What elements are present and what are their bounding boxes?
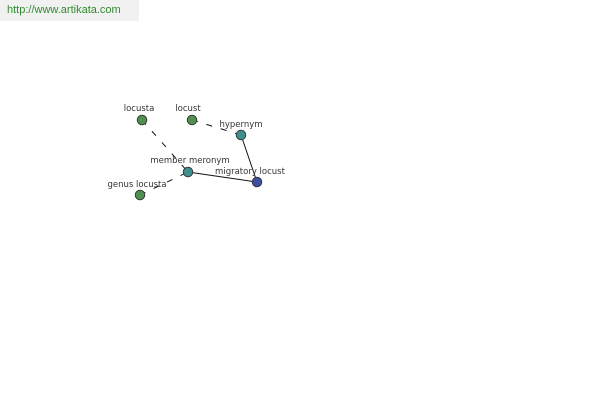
node-label-locust: locust <box>175 104 201 114</box>
node-hypernym[interactable] <box>235 129 247 141</box>
node-migratory-locust[interactable] <box>251 176 263 188</box>
edge-locusta-to-member-meronym <box>141 119 189 173</box>
node-label-locusta: locusta <box>124 104 155 114</box>
edge-member-meronym-to-migratory-locust <box>187 171 258 183</box>
node-member-meronym[interactable] <box>182 166 194 178</box>
label-layer: locusta locust hypernym member meronymmigra… <box>107 104 285 190</box>
node-label-migratory-locust: migratory locust <box>215 167 286 177</box>
node-locust[interactable] <box>186 114 198 126</box>
node-layer <box>134 114 263 201</box>
node-label-hypernym: hypernym <box>219 120 262 130</box>
site-url-banner: http://www.artikata.com <box>0 0 139 21</box>
node-label-genus-locusta: genus locusta <box>107 180 166 190</box>
node-label-member-meronym: member meronym <box>150 156 229 166</box>
edge-layer <box>139 119 258 196</box>
node-genus-locusta[interactable] <box>134 189 146 201</box>
edge-hypernym-to-migratory-locust <box>240 134 258 183</box>
node-locusta[interactable] <box>136 114 148 126</box>
